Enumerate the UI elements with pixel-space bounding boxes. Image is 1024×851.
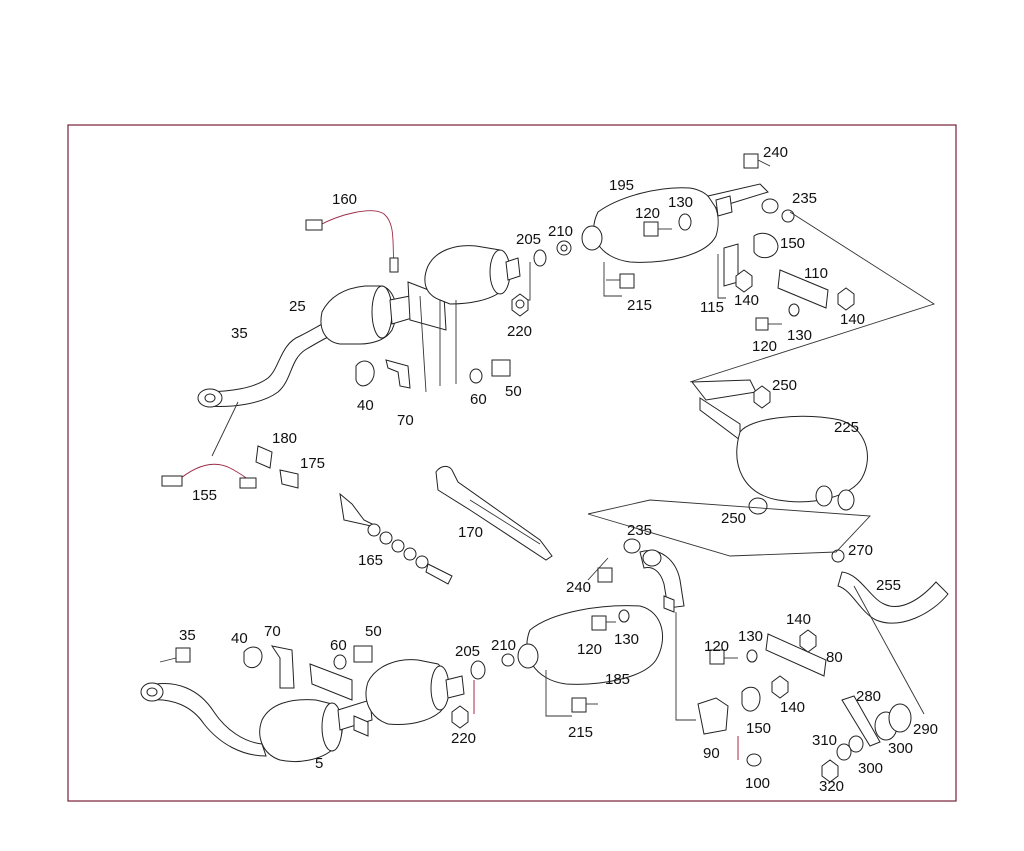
front-pipe-catalyst-25 bbox=[197, 285, 413, 408]
label-160: 160 bbox=[332, 191, 357, 208]
chain-165 bbox=[339, 492, 453, 585]
label-120d: 120 bbox=[704, 638, 729, 655]
label-300: 300 bbox=[888, 740, 913, 757]
label-25: 25 bbox=[289, 298, 306, 315]
label-235b: 235 bbox=[627, 522, 652, 539]
label-130: 130 bbox=[668, 194, 693, 211]
label-150: 150 bbox=[780, 235, 805, 252]
label-195: 195 bbox=[609, 177, 634, 194]
label-280: 280 bbox=[856, 688, 881, 705]
label-240b: 240 bbox=[566, 579, 591, 596]
label-40: 40 bbox=[357, 397, 374, 414]
label-120: 120 bbox=[635, 205, 660, 222]
oxygen-sensor-160 bbox=[305, 210, 399, 273]
label-240: 240 bbox=[763, 144, 788, 161]
label-130b: 130 bbox=[787, 327, 812, 344]
label-5: 5 bbox=[315, 755, 323, 772]
label-120c: 120 bbox=[577, 641, 602, 658]
label-155: 155 bbox=[192, 487, 217, 504]
label-220b: 220 bbox=[451, 730, 476, 747]
front-pipe-catalyst-5 bbox=[140, 682, 373, 763]
label-115: 115 bbox=[700, 299, 724, 316]
label-310: 310 bbox=[812, 732, 837, 749]
label-300b: 300 bbox=[858, 760, 883, 777]
clamp-205-210 bbox=[518, 240, 572, 301]
label-270: 270 bbox=[848, 542, 873, 559]
label-100: 100 bbox=[745, 775, 770, 792]
label-60: 60 bbox=[470, 391, 487, 408]
label-215: 215 bbox=[627, 297, 652, 314]
label-35: 35 bbox=[231, 325, 248, 342]
front-catalyst-2 bbox=[424, 245, 521, 305]
label-70b: 70 bbox=[264, 623, 281, 640]
front-catalyst-bottom bbox=[365, 659, 465, 725]
label-170: 170 bbox=[458, 524, 483, 541]
rear-muffler-225 bbox=[691, 379, 868, 515]
label-110: 110 bbox=[804, 265, 828, 282]
label-250: 250 bbox=[772, 377, 797, 394]
bolts-top bbox=[603, 153, 855, 331]
nut-250 bbox=[753, 385, 771, 409]
centre-muffler-185 bbox=[517, 538, 685, 717]
label-235: 235 bbox=[792, 190, 817, 207]
label-40b: 40 bbox=[231, 630, 248, 647]
label-175: 175 bbox=[300, 455, 325, 472]
label-225: 225 bbox=[834, 419, 859, 436]
diagram-frame bbox=[67, 124, 957, 802]
label-60b: 60 bbox=[330, 637, 347, 654]
leader-lines-mid bbox=[587, 499, 871, 557]
label-210: 210 bbox=[548, 223, 573, 240]
label-130c: 130 bbox=[614, 631, 639, 648]
label-50b: 50 bbox=[365, 623, 382, 640]
sensor-155-clips bbox=[161, 401, 299, 489]
label-150b: 150 bbox=[746, 720, 771, 737]
label-210b: 210 bbox=[491, 637, 516, 654]
label-290: 290 bbox=[913, 721, 938, 738]
label-90: 90 bbox=[703, 745, 720, 762]
label-185: 185 bbox=[605, 671, 630, 688]
label-140c: 140 bbox=[786, 611, 811, 628]
label-250b: 250 bbox=[721, 510, 746, 527]
label-180: 180 bbox=[272, 430, 297, 447]
label-255: 255 bbox=[876, 577, 901, 594]
bottom-fasteners bbox=[159, 645, 515, 729]
clamp-nut-220 bbox=[511, 293, 529, 317]
label-140d: 140 bbox=[780, 699, 805, 716]
label-120b: 120 bbox=[752, 338, 777, 355]
label-215b: 215 bbox=[568, 724, 593, 741]
label-70: 70 bbox=[397, 412, 414, 429]
label-140: 140 bbox=[734, 292, 759, 309]
tailpipe-clamp-set bbox=[821, 585, 925, 783]
cable-tie-170 bbox=[435, 465, 553, 561]
leader-lines-top bbox=[689, 211, 936, 383]
label-130d: 130 bbox=[738, 628, 763, 645]
label-205b: 205 bbox=[455, 643, 480, 660]
mounting-parts-40-70 bbox=[355, 300, 511, 389]
bracket-80-bottom bbox=[309, 663, 369, 737]
label-35b: 35 bbox=[179, 627, 196, 644]
label-320: 320 bbox=[819, 778, 844, 795]
label-50: 50 bbox=[505, 383, 522, 400]
label-205: 205 bbox=[516, 231, 541, 248]
label-220: 220 bbox=[507, 323, 532, 340]
label-165: 165 bbox=[358, 552, 383, 569]
label-80: 80 bbox=[826, 649, 843, 666]
label-140b: 140 bbox=[840, 311, 865, 328]
bottom-hangers bbox=[663, 595, 827, 767]
